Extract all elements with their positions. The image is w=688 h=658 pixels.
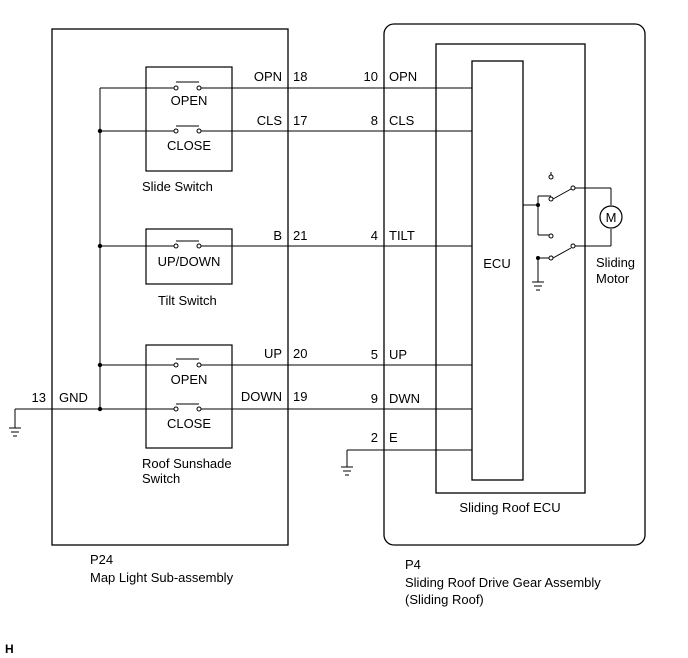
drive-gear-assembly-box bbox=[383, 23, 646, 546]
pin-num-5: 5 bbox=[371, 347, 378, 362]
pin-num-13: 13 bbox=[32, 390, 46, 405]
pin-name-dwn: DWN bbox=[389, 391, 420, 406]
pin-num-9: 9 bbox=[371, 391, 378, 406]
corner-mark: H bbox=[5, 642, 14, 656]
motor-label-2: Motor bbox=[596, 271, 630, 286]
slide-close-label: CLOSE bbox=[167, 138, 211, 153]
pin-num-19: 19 bbox=[293, 389, 307, 404]
pin-name-gnd: GND bbox=[59, 390, 88, 405]
right-module-name-1: Sliding Roof Drive Gear Assembly bbox=[405, 575, 601, 590]
ecu-label: ECU bbox=[483, 256, 510, 271]
slide-switch-box bbox=[145, 66, 233, 172]
pin-name-cls: CLS bbox=[257, 113, 283, 128]
relay-terminals bbox=[548, 174, 576, 261]
left-module-name: Map Light Sub-assembly bbox=[90, 570, 234, 585]
tilt-switch-label: Tilt Switch bbox=[158, 293, 217, 308]
pin-num-18: 18 bbox=[293, 69, 307, 84]
pin-num-8: 8 bbox=[371, 113, 378, 128]
tilt-switch-box bbox=[145, 228, 233, 285]
pin-name-b: B bbox=[273, 228, 282, 243]
motor-relay-circuit bbox=[523, 172, 612, 282]
pin-name-e: E bbox=[389, 430, 398, 445]
map-light-module-box bbox=[51, 28, 289, 546]
switch-contacts bbox=[146, 81, 232, 410]
right-module-name-2: (Sliding Roof) bbox=[405, 592, 484, 607]
pin-num-10: 10 bbox=[364, 69, 378, 84]
sunshade-open-label: OPEN bbox=[171, 372, 208, 387]
sunshade-switch-label-2: Switch bbox=[142, 471, 180, 486]
ground-icon bbox=[341, 466, 353, 476]
relay-junction-dots bbox=[536, 203, 540, 260]
svg-text:M: M bbox=[606, 210, 617, 225]
pin-num-2: 2 bbox=[371, 430, 378, 445]
signal-wires bbox=[15, 87, 472, 410]
slide-switch-label: Slide Switch bbox=[142, 179, 213, 194]
sunshade-switch-label-1: Roof Sunshade bbox=[142, 456, 232, 471]
switch-terminals bbox=[173, 85, 202, 412]
ground-icon bbox=[532, 281, 544, 291]
wire-e-ground bbox=[346, 449, 472, 467]
pin-name-opn: OPN bbox=[254, 69, 282, 84]
pin-name-tilt: TILT bbox=[389, 228, 415, 243]
bus-junction-dots bbox=[97, 128, 103, 412]
pin-num-4: 4 bbox=[371, 228, 378, 243]
ecu-block bbox=[471, 60, 524, 481]
pin-name-up: UP bbox=[264, 346, 282, 361]
ground-icon bbox=[9, 409, 21, 437]
sunshade-switch-box bbox=[145, 344, 233, 449]
left-connector-label: P24 bbox=[90, 552, 113, 567]
motor-icon: M bbox=[599, 205, 623, 229]
pin-num-17: 17 bbox=[293, 113, 307, 128]
pin-name-down: DOWN bbox=[241, 389, 282, 404]
pin-num-20: 20 bbox=[293, 346, 307, 361]
pin-num-21: 21 bbox=[293, 228, 307, 243]
sunshade-close-label: CLOSE bbox=[167, 416, 211, 431]
slide-open-label: OPEN bbox=[171, 93, 208, 108]
common-bus bbox=[99, 87, 146, 409]
pin-name-up-r: UP bbox=[389, 347, 407, 362]
sliding-roof-ecu-box bbox=[435, 43, 586, 494]
motor-label-1: Sliding bbox=[596, 255, 635, 270]
tilt-updown-label: UP/DOWN bbox=[158, 254, 221, 269]
right-connector-label: P4 bbox=[405, 557, 421, 572]
sliding-roof-ecu-label: Sliding Roof ECU bbox=[459, 500, 560, 515]
pin-name-cls-r: CLS bbox=[389, 113, 415, 128]
pin-name-opn-r: OPN bbox=[389, 69, 417, 84]
